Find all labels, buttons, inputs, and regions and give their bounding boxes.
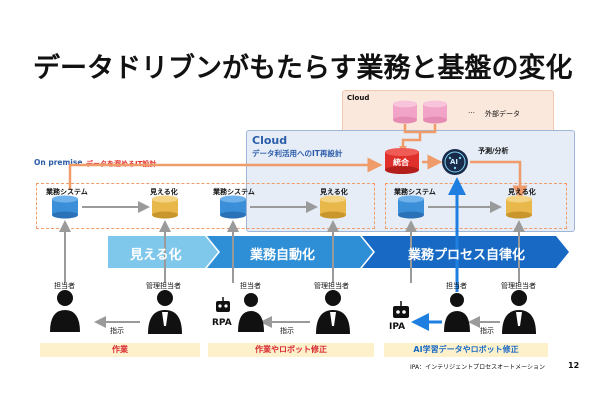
- instruction-label-3: 指示: [480, 327, 494, 335]
- page-title: データドリブンがもたらす業務と基盤の変化: [33, 53, 573, 84]
- bottom-box-work-robot: 作業やロボット修正: [208, 343, 374, 357]
- onprem-systems-box: [36, 183, 375, 229]
- band-label-automation: 業務自動化: [250, 248, 316, 263]
- staff-person-icon-1: [50, 290, 80, 332]
- external-data-label: 外部データ: [485, 110, 520, 118]
- g1-system-label: 業務システム: [46, 188, 88, 196]
- g1-visualize-label: 見える化: [150, 188, 178, 196]
- staff-person-icon-2: [238, 293, 264, 332]
- g1-visualize-db-icon: [152, 195, 178, 219]
- external-cloud-label: Cloud: [347, 94, 370, 102]
- robot-icon-1: [216, 297, 230, 312]
- role-label-manager-2: 管理担当者: [314, 282, 349, 290]
- manager-person-icon-3: [502, 290, 536, 334]
- g2-visualize-db-icon: [320, 195, 346, 219]
- role-label-staff-2: 担当者: [240, 282, 261, 290]
- bottom-box-ai-data: AI学習データやロボット修正: [384, 343, 548, 357]
- g3-system-label: 業務システム: [394, 188, 436, 196]
- g3-visualize-db-icon: [506, 195, 532, 219]
- external-cloud-box: [342, 90, 554, 132]
- role-label-staff-1: 担当者: [54, 282, 75, 290]
- cloud-label: Cloud: [252, 134, 288, 147]
- role-label-manager-1: 管理担当者: [146, 282, 181, 290]
- ai-brain-icon: [442, 149, 468, 175]
- instruction-label-2: 指示: [280, 327, 294, 335]
- process-band: [108, 236, 569, 268]
- cloud-systems-box: [385, 183, 567, 229]
- robot-icon-2: [393, 301, 409, 318]
- external-db-icon-2: [423, 100, 447, 124]
- g3-system-db-icon: [398, 195, 424, 219]
- ipa-label: IPA: [389, 322, 406, 332]
- manager-person-icon-1: [148, 290, 182, 334]
- integration-label: 統合: [393, 158, 409, 167]
- role-label-manager-3: 管理担当者: [501, 282, 536, 290]
- g3-visualize-label: 見える化: [508, 188, 536, 196]
- bottom-box-work: 作業: [40, 343, 200, 357]
- role-label-staff-3: 担当者: [446, 282, 467, 290]
- ellipsis: …: [468, 107, 475, 115]
- staff-person-icon-3: [444, 293, 470, 332]
- band-label-visualize: 見える化: [130, 248, 182, 263]
- rpa-label: RPA: [212, 318, 232, 328]
- footnote: IPA：インテリジェントプロセスオートメーション: [410, 364, 545, 371]
- band-label-autonomy: 業務プロセス自律化: [408, 248, 526, 263]
- cloud-sublabel: データ利活用へのIT再設計: [252, 149, 343, 158]
- integration-db-icon: [385, 148, 419, 174]
- g1-system-db-icon: [52, 195, 78, 219]
- g2-system-label: 業務システム: [213, 188, 255, 196]
- manager-person-icon-2: [316, 290, 350, 334]
- page-number: 12: [568, 361, 580, 370]
- g2-system-db-icon: [220, 195, 246, 219]
- external-db-icon-1: [393, 100, 417, 124]
- onprem-label: On premise: [34, 158, 83, 167]
- ai-label: AI: [450, 158, 459, 166]
- g2-visualize-label: 見える化: [320, 188, 348, 196]
- instruction-label-1: 指示: [110, 327, 124, 335]
- forecast-label: 予測/分析: [478, 147, 509, 155]
